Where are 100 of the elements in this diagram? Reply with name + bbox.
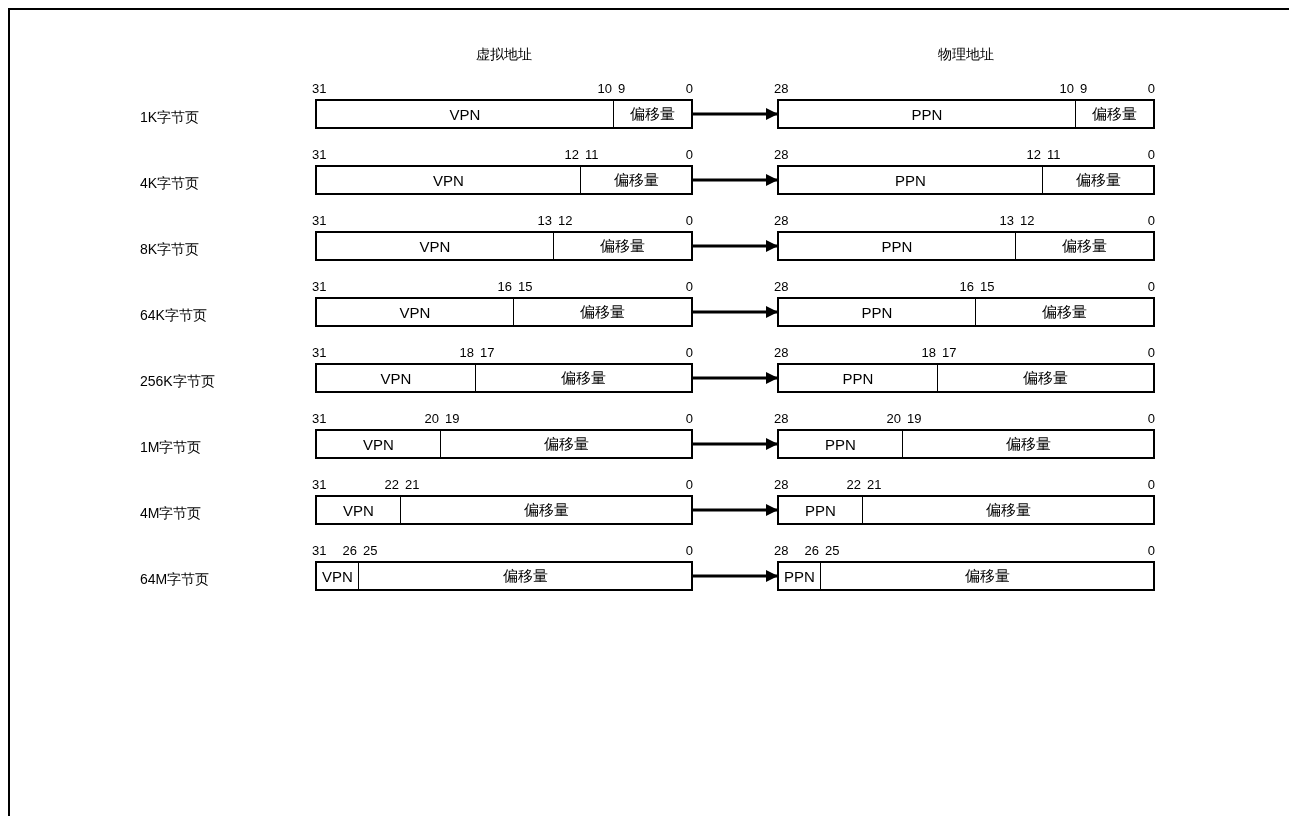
page-size-label: 1K字节页 bbox=[140, 109, 200, 125]
arrow bbox=[693, 240, 778, 252]
bit-number: 10 bbox=[1059, 81, 1074, 97]
bit-field: PPN bbox=[779, 167, 1042, 193]
bit-number: 31 bbox=[312, 81, 327, 97]
bit-field: 偏移量 bbox=[1015, 233, 1153, 259]
bit-field: PPN bbox=[779, 365, 937, 391]
bit-number: 31 bbox=[312, 543, 327, 559]
bit-number: 0 bbox=[685, 213, 693, 229]
bit-number: 9 bbox=[1080, 81, 1088, 97]
address-register bbox=[315, 561, 693, 591]
arrow bbox=[693, 438, 778, 450]
bit-field: PPN bbox=[779, 299, 975, 325]
address-register bbox=[315, 363, 693, 393]
bit-number: 0 bbox=[685, 279, 693, 295]
bit-number: 22 bbox=[846, 477, 861, 493]
bit-number: 21 bbox=[867, 477, 882, 493]
address-register bbox=[777, 297, 1155, 327]
bit-number: 12 bbox=[558, 213, 573, 229]
bit-number: 0 bbox=[1147, 279, 1155, 295]
bit-number: 31 bbox=[312, 345, 327, 361]
address-register bbox=[315, 231, 693, 261]
bit-field: VPN bbox=[317, 497, 400, 523]
bit-field: VPN bbox=[317, 365, 475, 391]
arrow bbox=[693, 108, 778, 120]
bit-field: PPN bbox=[779, 563, 820, 589]
bit-number: 21 bbox=[405, 477, 420, 493]
bit-field: 偏移量 bbox=[580, 167, 691, 193]
bit-number: 15 bbox=[518, 279, 533, 295]
bit-number: 16 bbox=[959, 279, 974, 295]
bit-number: 25 bbox=[363, 543, 378, 559]
bit-number: 28 bbox=[774, 81, 789, 97]
bit-number: 0 bbox=[1147, 411, 1155, 427]
bit-field: 偏移量 bbox=[613, 101, 691, 127]
bit-field: VPN bbox=[317, 431, 440, 457]
arrow bbox=[693, 372, 778, 384]
bit-number: 18 bbox=[459, 345, 474, 361]
bit-number: 31 bbox=[312, 213, 327, 229]
address-register bbox=[315, 165, 693, 195]
bit-number: 31 bbox=[312, 477, 327, 493]
bit-field: PPN bbox=[779, 431, 902, 457]
bit-number: 28 bbox=[774, 411, 789, 427]
address-register bbox=[777, 99, 1155, 129]
arrow bbox=[693, 570, 778, 582]
bit-field: 偏移量 bbox=[1075, 101, 1153, 127]
address-register bbox=[315, 99, 693, 129]
arrow bbox=[693, 174, 778, 186]
bit-number: 0 bbox=[1147, 81, 1155, 97]
bit-field: VPN bbox=[317, 299, 513, 325]
address-register bbox=[777, 495, 1155, 525]
bit-number: 26 bbox=[342, 543, 357, 559]
bit-number: 10 bbox=[597, 81, 612, 97]
bit-number: 11 bbox=[1047, 147, 1061, 163]
bit-number: 20 bbox=[886, 411, 901, 427]
bit-number: 12 bbox=[564, 147, 579, 163]
page-size-label: 256K字节页 bbox=[140, 373, 215, 389]
arrow bbox=[693, 306, 778, 318]
bit-field: 偏移量 bbox=[358, 563, 691, 589]
bit-number: 31 bbox=[312, 279, 327, 295]
bit-number: 18 bbox=[921, 345, 936, 361]
bit-field: 偏移量 bbox=[513, 299, 691, 325]
bit-number: 20 bbox=[424, 411, 439, 427]
bit-number: 13 bbox=[537, 213, 552, 229]
bit-field: 偏移量 bbox=[475, 365, 691, 391]
bit-field: 偏移量 bbox=[937, 365, 1153, 391]
bit-number: 28 bbox=[774, 147, 789, 163]
page-size-label: 8K字节页 bbox=[140, 241, 200, 257]
bit-number: 22 bbox=[384, 477, 399, 493]
page-size-label: 1M字节页 bbox=[140, 439, 202, 455]
bit-number: 12 bbox=[1026, 147, 1041, 163]
page-size-label: 4K字节页 bbox=[140, 175, 200, 191]
bit-number: 25 bbox=[825, 543, 840, 559]
bit-number: 0 bbox=[1147, 213, 1155, 229]
bit-field: 偏移量 bbox=[440, 431, 691, 457]
bit-number: 0 bbox=[1147, 543, 1155, 559]
bit-field: 偏移量 bbox=[975, 299, 1153, 325]
bit-number: 28 bbox=[774, 279, 789, 295]
bit-number: 31 bbox=[312, 147, 327, 163]
address-register bbox=[777, 363, 1155, 393]
bit-field: PPN bbox=[779, 233, 1015, 259]
bit-field: 偏移量 bbox=[1042, 167, 1153, 193]
column-heading: 物理地址 bbox=[937, 46, 995, 62]
bit-number: 0 bbox=[1147, 477, 1155, 493]
bit-number: 11 bbox=[585, 147, 599, 163]
column-heading: 虚拟地址 bbox=[475, 46, 533, 62]
bit-number: 0 bbox=[685, 81, 693, 97]
bit-number: 0 bbox=[1147, 147, 1155, 163]
page-size-label: 64M字节页 bbox=[140, 571, 210, 587]
arrow bbox=[693, 504, 778, 516]
address-register bbox=[315, 297, 693, 327]
bit-number: 19 bbox=[445, 411, 460, 427]
bit-field: 偏移量 bbox=[902, 431, 1153, 457]
bit-field: 偏移量 bbox=[400, 497, 691, 523]
bit-number: 28 bbox=[774, 543, 789, 559]
address-register bbox=[777, 165, 1155, 195]
bit-field: VPN bbox=[317, 563, 358, 589]
bit-number: 12 bbox=[1020, 213, 1035, 229]
bit-number: 19 bbox=[907, 411, 922, 427]
bit-number: 17 bbox=[942, 345, 957, 361]
bit-number: 0 bbox=[685, 477, 693, 493]
